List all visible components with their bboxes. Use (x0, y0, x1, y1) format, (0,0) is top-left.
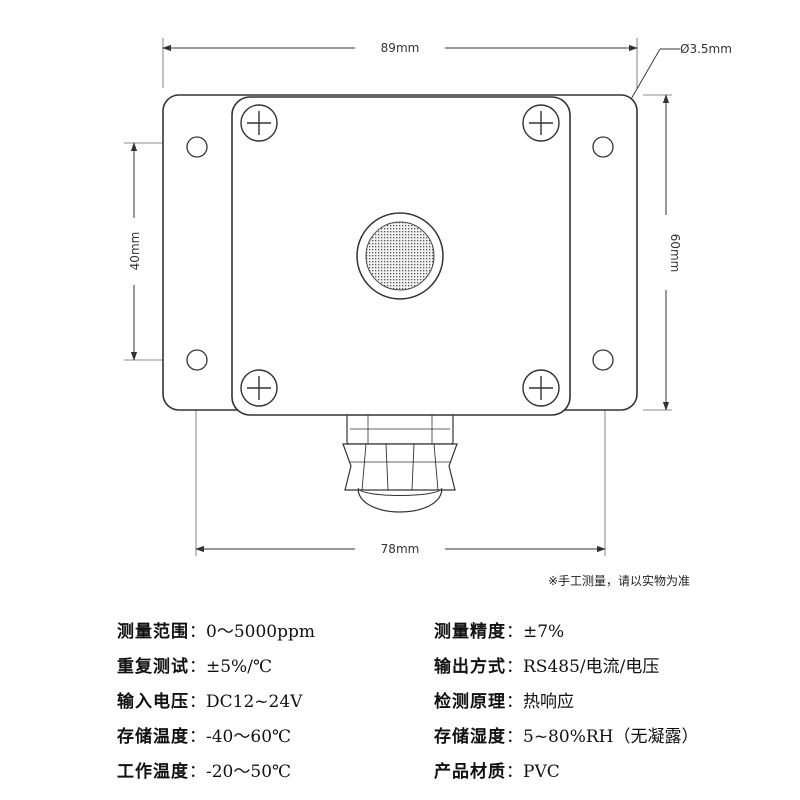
spec-label: 输入电压 (117, 692, 189, 712)
spec-value: -20～50℃ (206, 762, 292, 782)
spec-label: 重复测试 (117, 657, 189, 677)
screw-top-right (522, 104, 560, 142)
technical-drawing: 89mm Ø3.5mm 60mm 40mm 78mm (124, 38, 732, 556)
spec-separator: ： (189, 727, 206, 747)
spec-item-storage-temp: 存储温度：-40～60℃ (117, 722, 291, 747)
screw-bottom-left (240, 369, 278, 407)
dim-label-40: 40mm (128, 232, 142, 271)
spec-separator: ： (506, 657, 523, 677)
spec-separator: ： (506, 622, 523, 642)
spec-item-repeat-test: 重复测试：±5%/℃ (117, 652, 272, 677)
spec-separator: ： (506, 727, 523, 747)
spec-item-material: 产品材质：PVC (434, 757, 560, 782)
dim-label-89: 89mm (381, 41, 420, 55)
spec-separator: ： (189, 692, 206, 712)
mounting-hole-top-left (186, 136, 208, 158)
cable-gland (342, 413, 458, 513)
dimension-width-top: 89mm (162, 41, 638, 55)
spec-value: ±7% (523, 622, 565, 642)
spec-label: 存储湿度 (434, 727, 506, 747)
spec-value: 5~80%RH（无凝露） (523, 727, 699, 747)
spec-separator: ： (189, 762, 206, 782)
screw-top-left (240, 104, 278, 142)
spec-value: ±5%/℃ (206, 657, 272, 677)
spec-item-input-voltage: 输入电压：DC12~24V (117, 687, 302, 712)
sensor-window (356, 212, 444, 300)
spec-value: -40～60℃ (206, 727, 292, 747)
spec-separator: ： (189, 622, 206, 642)
dimension-height-right: 60mm (662, 94, 682, 411)
spec-item-detection-principle: 检测原理：热响应 (434, 687, 574, 712)
spec-label: 工作温度 (117, 762, 189, 782)
dim-label-78: 78mm (381, 542, 420, 556)
spec-value: 0～5000ppm (206, 622, 315, 642)
mounting-hole-top-right (592, 136, 614, 158)
dimension-height-left: 40mm (128, 142, 142, 361)
spec-label: 测量精度 (434, 622, 506, 642)
spec-value: DC12~24V (206, 692, 303, 712)
spec-separator: ： (506, 762, 523, 782)
mounting-hole-bottom-left (186, 349, 208, 371)
dim-label-60: 60mm (668, 234, 682, 273)
mounting-holes (186, 136, 614, 371)
spec-label: 存储温度 (117, 727, 189, 747)
spec-value: PVC (523, 762, 560, 782)
spec-label: 测量范围 (117, 622, 189, 642)
spec-value: 热响应 (523, 692, 574, 712)
mounting-hole-bottom-right (592, 349, 614, 371)
spec-item-accuracy: 测量精度：±7% (434, 617, 564, 642)
spec-label: 产品材质 (434, 762, 506, 782)
screw-bottom-right (522, 369, 560, 407)
lid-screws (240, 104, 560, 407)
spec-item-output-mode: 输出方式：RS485/电流/电压 (434, 652, 659, 677)
dimension-width-bottom: 78mm (195, 542, 606, 556)
spec-label: 输出方式 (434, 657, 506, 677)
spec-label: 检测原理 (434, 692, 506, 712)
sensor-mesh (365, 221, 435, 291)
spec-item-storage-humidity: 存储湿度：5~80%RH（无凝露） (434, 722, 698, 747)
measurement-note: ※手工测量，请以实物为准 (548, 574, 691, 588)
spec-separator: ： (506, 692, 523, 712)
spec-value: RS485/电流/电压 (523, 657, 660, 677)
spec-separator: ： (189, 657, 206, 677)
dim-label-hole: Ø3.5mm (680, 42, 732, 56)
spec-item-working-temp: 工作温度：-20～50℃ (117, 757, 291, 782)
spec-item-measure-range: 测量范围：0～5000ppm (117, 617, 315, 642)
